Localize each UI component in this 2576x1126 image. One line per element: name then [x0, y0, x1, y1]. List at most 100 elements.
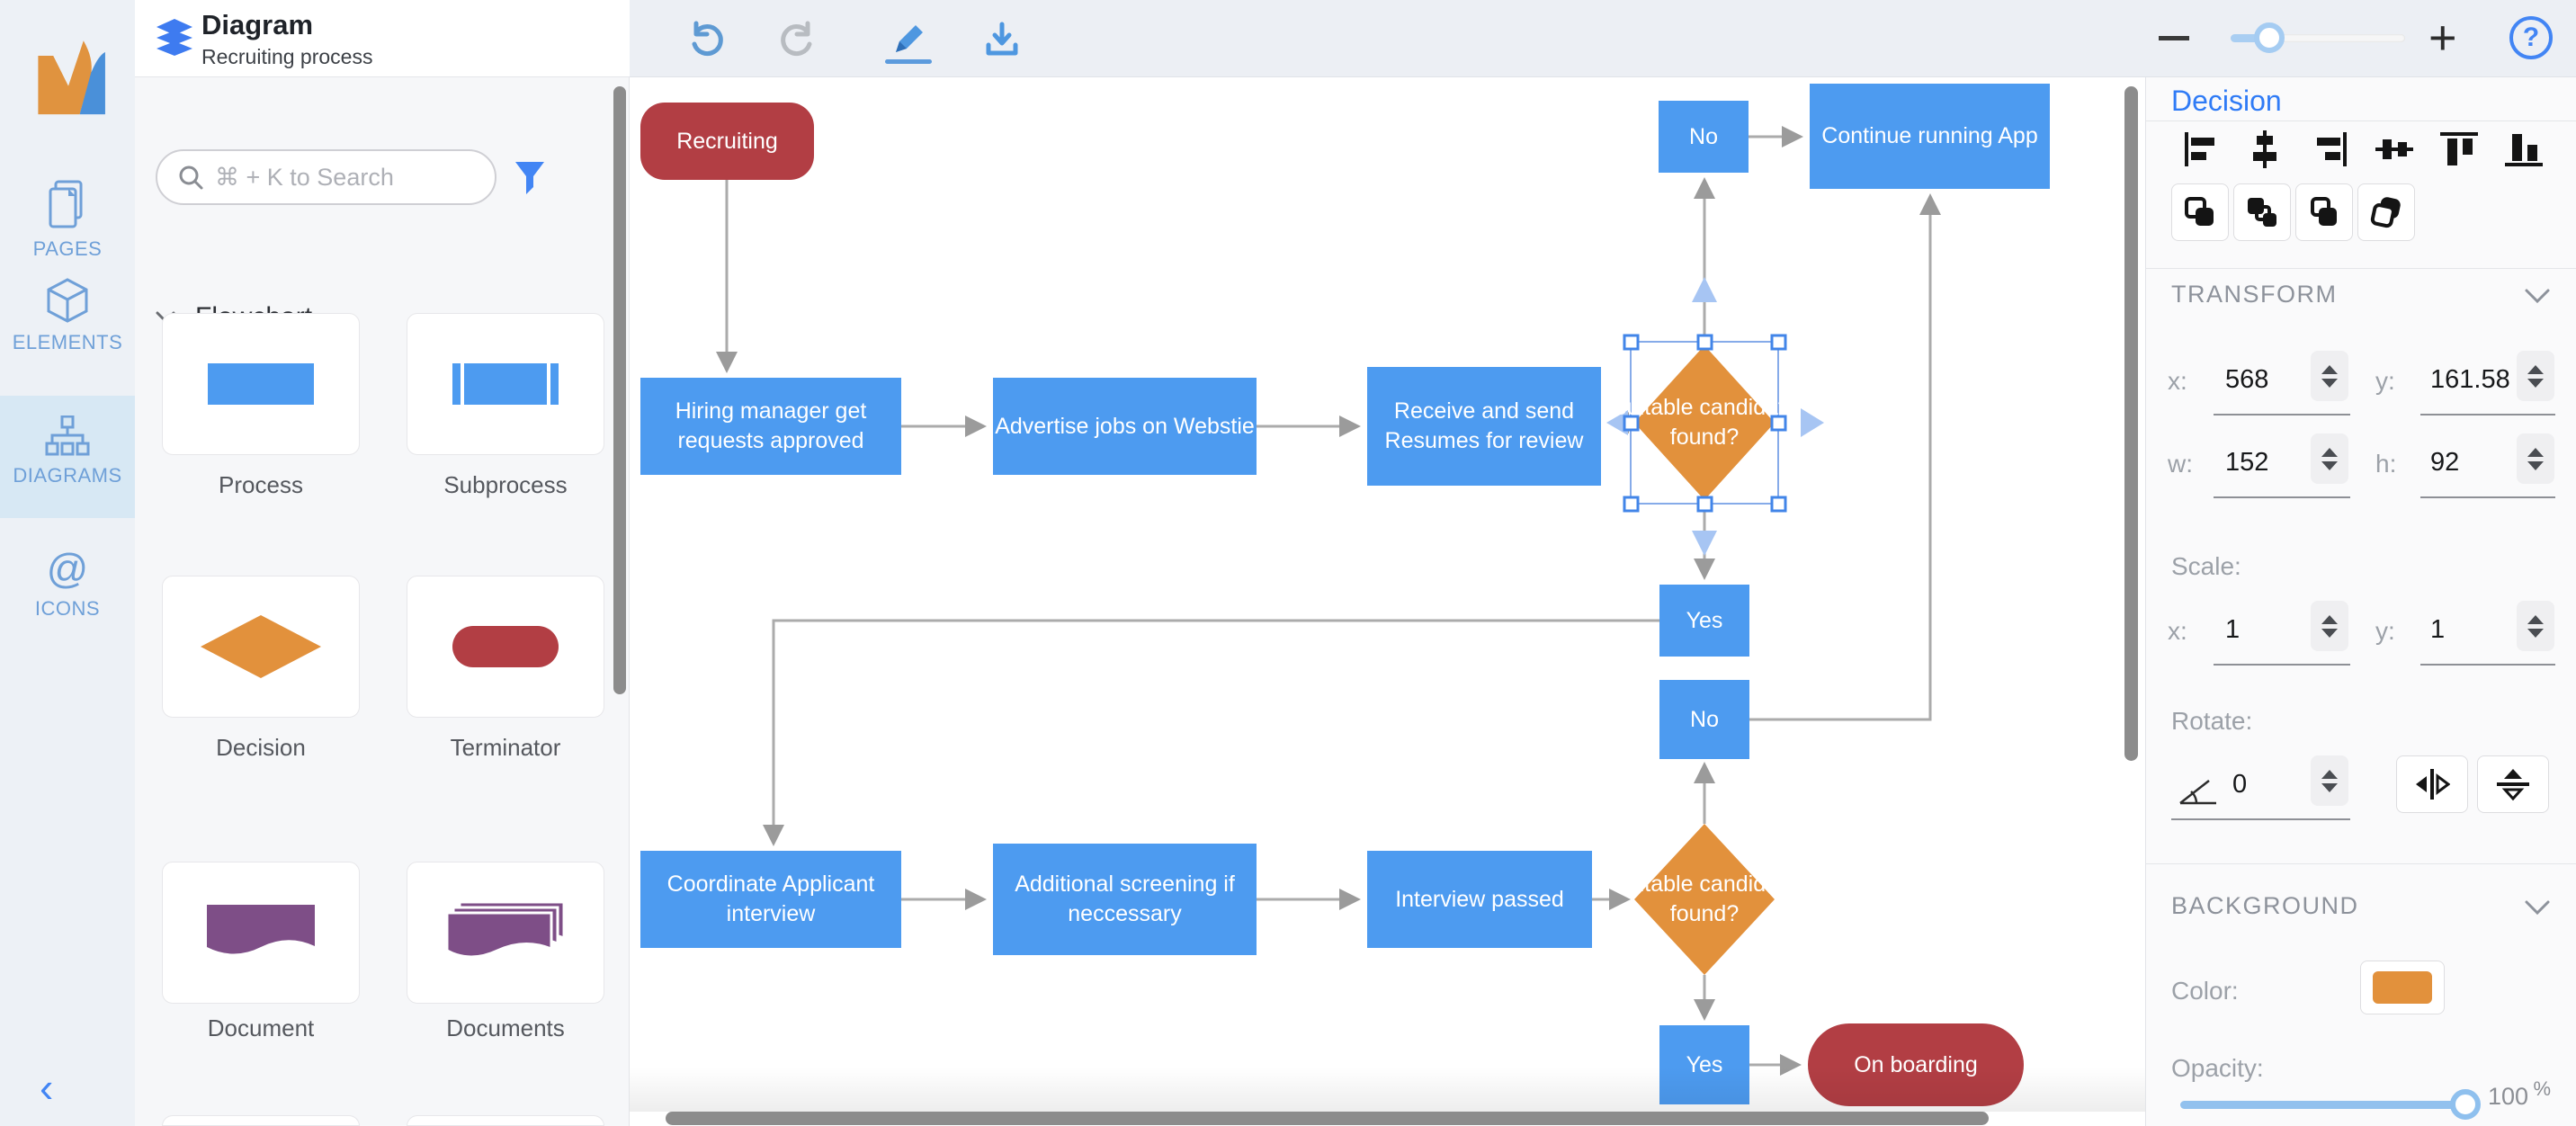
quick-connect-up-icon[interactable] [1692, 277, 1717, 302]
quick-connect-down-icon[interactable] [1692, 531, 1717, 556]
search-input[interactable]: ⌘ + K to Search [156, 149, 496, 205]
flip-vertical-button[interactable] [2477, 755, 2549, 813]
selection-handle[interactable] [1696, 334, 1713, 351]
node-onboarding[interactable]: On boarding [1854, 1051, 1978, 1077]
export-button[interactable] [979, 16, 1025, 63]
selection-handle[interactable] [1770, 334, 1787, 351]
shape-card-documents[interactable] [407, 862, 604, 1004]
x-stepper[interactable] [2311, 351, 2348, 401]
quick-connect-left-icon[interactable] [1606, 410, 1628, 435]
flip-horizontal-button[interactable] [2396, 755, 2468, 813]
rotate-stepper[interactable] [2311, 755, 2348, 806]
sidebar-item-elements[interactable]: ELEMENTS [0, 277, 135, 354]
zoom-in-button[interactable]: + [2428, 11, 2457, 65]
h-stepper[interactable] [2517, 433, 2554, 484]
node-no1-shape[interactable] [1659, 101, 1749, 173]
quick-connect-right-icon[interactable] [1801, 408, 1824, 437]
node-no2[interactable]: No [1690, 706, 1719, 732]
y-stepper[interactable] [2517, 351, 2554, 401]
opacity-slider-handle[interactable] [2450, 1089, 2481, 1120]
scale-y-stepper[interactable] [2517, 601, 2554, 651]
zoom-out-button[interactable] [2159, 36, 2189, 40]
sidebar-item-pages[interactable]: PAGES [0, 180, 135, 261]
w-value[interactable]: 152 [2225, 448, 2269, 477]
node-coordinate[interactable]: Coordinate Applicant interview [666, 871, 875, 926]
collapse-chevron-icon[interactable] [2524, 899, 2551, 916]
shape-card-partial[interactable] [407, 1115, 604, 1126]
opacity-slider[interactable] [2180, 1089, 2481, 1120]
connector[interactable] [1749, 193, 1941, 721]
node-decision1-shape[interactable] [1634, 345, 1775, 500]
node-continue-shape[interactable] [1810, 84, 2050, 189]
node-interview[interactable]: Interview passed [1395, 886, 1564, 912]
scale-y-value[interactable]: 1 [2430, 615, 2446, 644]
node-no2-shape[interactable] [1659, 680, 1749, 759]
node-hiring-shape[interactable] [640, 378, 901, 475]
bring-to-front-button[interactable] [2171, 183, 2229, 241]
send-to-back-button[interactable] [2357, 183, 2415, 241]
selection-handle[interactable] [1623, 334, 1640, 351]
align-center-button[interactable] [2243, 128, 2286, 171]
align-top-button[interactable] [2437, 128, 2481, 171]
node-coordinate-shape[interactable] [640, 851, 901, 948]
node-receive[interactable]: Receive and send Resumes for review [1384, 398, 1584, 453]
app-logo[interactable] [31, 31, 106, 117]
selection-handle[interactable] [1770, 415, 1787, 432]
connector[interactable] [763, 619, 1659, 846]
scale-x-stepper[interactable] [2311, 601, 2348, 651]
bring-forward-button[interactable] [2233, 183, 2291, 241]
sidebar-item-icons[interactable]: @ ICONS [0, 547, 135, 621]
align-bottom-button[interactable] [2502, 128, 2545, 171]
node-hiring[interactable]: Hiring manager get requests approved [675, 398, 867, 453]
node-yes1[interactable]: Yes [1686, 607, 1723, 633]
align-middle-button[interactable] [2373, 128, 2416, 171]
node-yes2[interactable]: Yes [1686, 1051, 1723, 1077]
selection-handle[interactable] [1623, 415, 1640, 432]
shape-card-decision[interactable] [162, 576, 360, 718]
shape-card-terminator[interactable] [407, 576, 604, 718]
node-yes2-shape[interactable] [1659, 1025, 1749, 1104]
canvas-horizontal-scrollbar[interactable] [666, 1112, 1989, 1125]
selection-handle[interactable] [1770, 496, 1787, 513]
scale-x-value[interactable]: 1 [2225, 615, 2241, 644]
node-onboarding-shape[interactable] [1808, 1023, 2024, 1106]
sidebar-item-diagrams[interactable]: DIAGRAMS [0, 416, 135, 487]
node-advertise-shape[interactable] [993, 378, 1257, 475]
node-decision2-shape[interactable] [1634, 824, 1775, 975]
help-button[interactable]: ? [2509, 16, 2553, 59]
filter-icon[interactable] [513, 160, 547, 198]
draw-tool-button[interactable] [885, 16, 932, 63]
send-backward-button[interactable] [2295, 183, 2353, 241]
shape-card-document[interactable] [162, 862, 360, 1004]
node-continue-app[interactable]: Continue running App [1821, 123, 2038, 148]
node-decision1[interactable]: Suitable candidate found? [1612, 395, 1797, 450]
rotate-value[interactable]: 0 [2232, 770, 2248, 799]
node-additional[interactable]: Additional screening if neccessary [1015, 871, 1235, 926]
color-swatch-button[interactable] [2360, 961, 2445, 1014]
collapse-chevron-icon[interactable] [2524, 288, 2551, 304]
align-left-button[interactable] [2180, 128, 2223, 171]
selection-handle[interactable] [1623, 496, 1640, 513]
node-additional-shape[interactable] [993, 844, 1257, 955]
diagram-canvas[interactable]: Recruiting Hiring manager get requests a… [630, 77, 2145, 1126]
node-recruiting[interactable]: Recruiting [676, 128, 778, 154]
zoom-slider[interactable] [2231, 22, 2405, 53]
w-stepper[interactable] [2311, 433, 2348, 484]
canvas-vertical-scrollbar[interactable] [2124, 86, 2138, 761]
library-scrollbar[interactable] [613, 86, 626, 694]
shape-card-subprocess[interactable] [407, 313, 604, 455]
shape-card-process[interactable] [162, 313, 360, 455]
redo-button[interactable] [774, 16, 820, 63]
undo-button[interactable] [684, 16, 730, 63]
shape-card-partial[interactable] [162, 1115, 360, 1126]
node-recruiting-shape[interactable] [640, 103, 814, 180]
x-value[interactable]: 568 [2225, 365, 2269, 394]
node-decision2[interactable]: Suitable candidate found? [1612, 871, 1797, 926]
node-no1[interactable]: No [1689, 123, 1718, 149]
node-interview-shape[interactable] [1367, 851, 1592, 948]
selection-handle[interactable] [1696, 496, 1713, 513]
collapse-panel-chevron[interactable]: ‹ [40, 1064, 54, 1111]
node-receive-shape[interactable] [1367, 367, 1601, 486]
h-value[interactable]: 92 [2430, 448, 2460, 477]
y-value[interactable]: 161.58 [2430, 365, 2510, 394]
